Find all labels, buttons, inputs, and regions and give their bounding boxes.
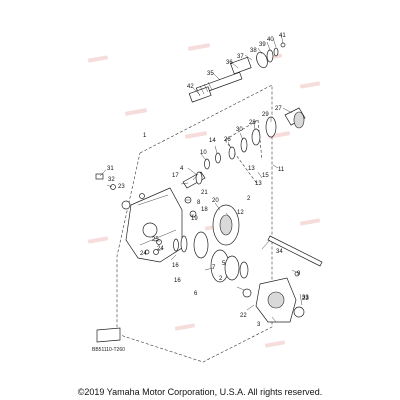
callout-labels: 1 2 2 3 4 5 6 7 8 9 10 11 12 13 14 15 16… [107,33,309,328]
callout-37: 37 [237,54,244,60]
callout-4: 4 [180,166,184,172]
callout-41: 41 [279,33,286,39]
gear-case-housing [121,187,183,263]
outer-cover [255,271,305,323]
callout-18: 18 [201,207,208,213]
callout-40: 40 [267,37,274,43]
callout-36: 36 [226,60,233,66]
callout-13b: 13 [248,166,255,172]
diagram-code: BB51110-T260 [92,347,125,353]
callout-10: 10 [200,150,207,156]
callout-3: 3 [257,322,261,328]
callout-23: 23 [118,184,125,190]
callout-13: 13 [255,181,262,187]
callout-14: 14 [209,138,216,144]
callout-20: 20 [212,198,219,204]
callout-5: 5 [222,261,226,267]
callout-2b: 2 [219,276,223,282]
callout-22: 22 [240,313,247,319]
callout-23b: 23 [302,296,309,302]
callout-29: 29 [262,112,269,118]
callout-24: 24 [157,246,164,252]
callout-16b: 16 [174,278,181,284]
copyright-notice: ©2019 Yamaha Motor Corporation, U.S.A. A… [77,387,323,397]
callout-31: 31 [107,166,114,172]
callout-24b: 24 [140,251,147,257]
callout-19: 19 [191,216,198,222]
callout-8: 8 [197,200,201,206]
leader-lines [99,33,303,323]
callout-1: 1 [143,133,147,139]
ring-gear-assembly [173,204,240,259]
callout-16: 16 [172,263,179,269]
callout-39: 39 [259,42,266,48]
callout-7: 7 [212,265,216,271]
callout-12: 12 [237,210,244,216]
upper-shaft-assembly [188,42,286,103]
callout-34: 34 [276,249,283,255]
callout-2: 2 [247,196,251,202]
callout-26: 26 [224,137,231,143]
callout-42: 42 [187,84,194,90]
callout-21: 21 [201,190,208,196]
callout-35: 35 [207,71,214,77]
callout-17: 17 [172,173,179,179]
axle-shaft [267,235,323,267]
callout-28: 28 [249,120,256,126]
callout-6: 6 [194,291,198,297]
pinion-gear-group [182,107,306,189]
callout-30: 30 [236,127,243,133]
callout-38: 38 [250,48,257,54]
callout-11: 11 [278,167,285,173]
callout-15: 15 [262,173,269,179]
callout-9: 9 [297,271,301,277]
callout-32: 32 [108,177,115,183]
callout-25: 25 [152,237,159,243]
callout-33: 33 [302,295,309,301]
differential-case [210,249,252,298]
small-hardware [95,173,197,343]
callout-27: 27 [275,106,282,112]
